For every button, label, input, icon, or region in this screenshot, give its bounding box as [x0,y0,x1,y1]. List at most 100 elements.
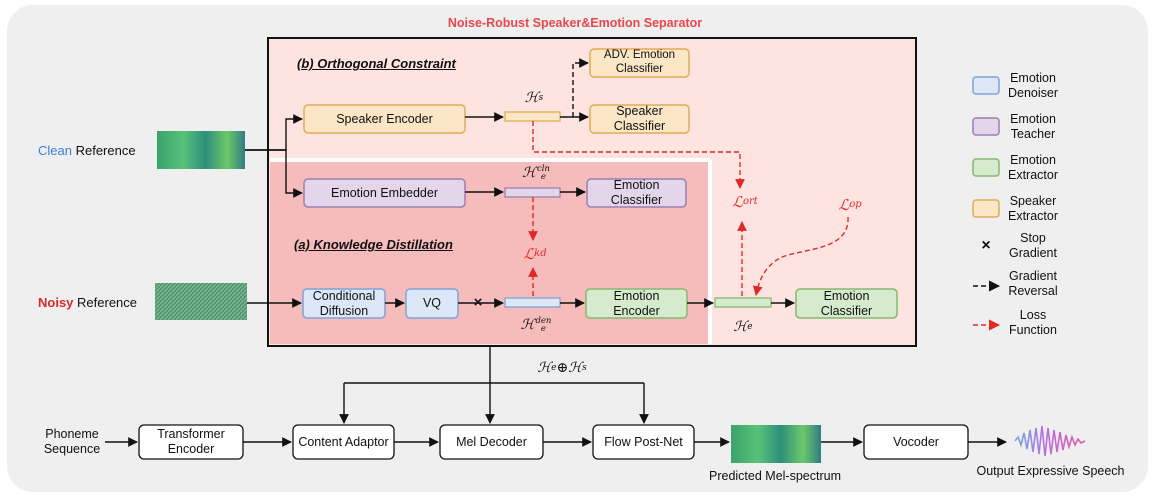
vocoder-label: Vocoder [893,434,939,449]
l-kd-base: ℒ [523,245,535,263]
adv-emotion-classifier-line1: ADV. Emotion [603,49,676,62]
legend-emotion-teacher-label: Emotion Teacher [1003,111,1063,143]
legend-gradient-reversal-line1: Gradient [1009,269,1057,283]
legend-emotion-teacher-line2: Teacher [1010,127,1056,141]
he-cln-sub: e [540,172,546,182]
emotion-classifier-teacher-box [586,178,687,208]
emotion-embedder-box [303,178,466,208]
emotion-classifier-output-box [795,288,898,319]
l-kd-sub: kd [534,248,547,259]
legend-gradient-reversal-line2: Reversal [1008,284,1058,298]
legend-speaker-extractor-label: Speaker Extractor [1003,193,1063,225]
legend-emotion-denoiser-label: Emotion Denoiser [1003,70,1063,102]
emotion-classifier-output-label: Emotion Classifier [796,288,897,319]
legend-gradient-reversal-label: Gradient Reversal [1003,268,1063,300]
output-waveform-icon [1009,425,1094,457]
legend-loss-function-line1: Loss [1019,308,1047,322]
emotion-encoder-label: Emotion Encoder [586,288,687,319]
legend-emotion-extractor-line1: Emotion [1010,153,1056,167]
speaker-classifier-box [589,104,690,134]
knowledge-distillation-title: (a) Knowledge Distillation [294,237,453,253]
arrow-hs-to-l-ort [532,121,745,189]
emotion-encoder-line2: Encoder [613,303,660,318]
legend-speaker-extractor-line2: Extractor [1007,209,1058,223]
stop-gradient-mark: × [473,294,483,311]
he-base: ℋ [733,318,748,335]
legend-speaker-extractor-line1: Speaker [1009,194,1057,208]
he-sub: e [747,321,753,332]
legend-emotion-extractor-swatch [972,158,1000,177]
he-den-feature-bar [504,297,561,308]
legend-loss-function-line2: Function [1009,323,1057,337]
speaker-encoder-label: Speaker Encoder [336,111,433,126]
noisy-reference-label: Noisy Reference [38,294,153,312]
mel-decoder-label: Mel Decoder [456,434,527,449]
emotion-encoder-line1: Emotion [613,288,660,303]
transformer-encoder-label: Transformer Encoder [139,425,243,459]
phoneme-sequence-label: Phoneme Sequence [36,426,108,458]
he-cln-feature-bar [504,187,561,198]
separator-title: Noise-Robust Speaker&Emotion Separator [447,15,703,30]
emotion-classifier-teacher-line1: Emotion [613,178,660,192]
speaker-encoder-box [303,104,466,134]
conditional-diffusion-line2: Diffusion [319,303,369,318]
adv-emotion-classifier-box [589,48,690,78]
noisy-word: Noisy [38,295,74,311]
conditional-diffusion-line1: Conditional [312,288,376,303]
speaker-classifier-label: Speaker Classifier [590,104,689,134]
conditional-diffusion-label: Conditional Diffusion [303,288,385,319]
l-op-sub: op [849,199,862,210]
phoneme-sequence-line1: Phoneme [45,427,99,441]
hs-base: ℋ [524,89,539,106]
flow-postnet-label: Flow Post-Net [604,434,683,449]
clean-word: Clean [38,143,72,159]
orthogonal-constraint-title: (b) Orthogonal Constraint [297,56,456,72]
legend-emotion-teacher-line1: Emotion [1010,112,1056,126]
transformer-encoder-line1: Transformer [157,427,225,441]
reference-word: Reference [75,143,136,159]
legend-speaker-extractor-swatch [972,199,1000,218]
he-den-sup: den [535,315,552,326]
clean-reference-label: Clean Reference [38,142,153,160]
he-feature-bar [714,297,772,308]
hs-feature-bar [504,111,561,122]
adv-emotion-classifier-line2: Classifier [615,63,664,75]
transformer-encoder-line2: Encoder [167,442,215,456]
speaker-classifier-line2: Classifier [613,119,666,133]
content-adaptor-label: Content Adaptor [298,434,389,449]
legend-loss-function-label: Loss Function [1003,307,1063,339]
clean-reference-spectrogram [157,131,245,169]
legend-emotion-denoiser-line1: Emotion [1010,71,1056,85]
legend-stop-gradient-icon: × [981,237,991,255]
legend-emotion-denoiser-swatch [972,76,1000,95]
he-den-base: ℋ [520,316,535,333]
hs-sub: s [538,92,544,103]
predicted-mel-spectrogram [731,425,821,463]
output-speech-label: Output Expressive Speech [976,463,1125,478]
concat-a-sub: e [551,362,557,373]
l-ort-base: ℒ [732,193,743,211]
emotion-classifier-output-line2: Classifier [820,303,873,318]
concat-a: ℋ [537,359,552,376]
concat-b: ℋ [568,359,583,376]
vq-label: VQ [422,296,442,310]
he-den-symbol: ℋ den e [514,312,558,338]
predicted-mel-label: Predicted Mel-spectrum [709,468,841,483]
emotion-classifier-teacher-label: Emotion Classifier [587,178,686,208]
l-op-base: ℒ [838,196,850,214]
legend-stop-gradient-line2: Gradient [1009,246,1057,260]
he-den-sub: e [540,324,546,334]
adv-emotion-classifier-label: ADV. Emotion Classifier [590,48,689,78]
arrow-gradient-reversal-to-adv-classifier [572,58,589,117]
concat-b-sub: s [582,362,587,373]
legend-stop-gradient-line1: Stop [1020,231,1046,245]
noisy-reference-spectrogram [155,283,247,320]
phoneme-sequence-line2: Sequence [43,442,101,456]
emotion-classifier-teacher-line2: Classifier [610,193,663,207]
